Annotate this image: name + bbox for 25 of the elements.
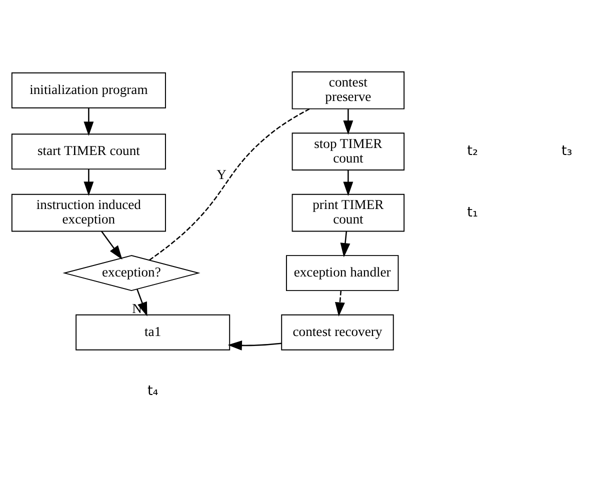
node-box: initialization program <box>11 72 166 108</box>
arrow <box>335 290 345 317</box>
label: t₂ <box>467 143 478 160</box>
arrow <box>84 169 94 196</box>
arrow <box>101 230 122 260</box>
edge-label: Y <box>216 167 226 182</box>
arrow <box>228 340 282 350</box>
node-diamond: exception? <box>62 255 200 292</box>
node-box: contest recovery <box>281 314 394 350</box>
node-box: start TIMER count <box>11 134 166 170</box>
node-box: contest preserve <box>292 71 405 110</box>
node-box: exception handler <box>286 255 399 292</box>
arrow <box>343 109 354 135</box>
arrow <box>343 170 354 196</box>
arrow <box>136 288 148 316</box>
connector <box>149 108 310 261</box>
node-box: ta1 <box>76 314 230 350</box>
arrow <box>340 231 350 258</box>
label: t₁ <box>467 204 478 220</box>
arrow <box>84 108 94 136</box>
node-box: print TIMER count <box>292 194 405 232</box>
node-box: instruction induced exception <box>11 194 166 232</box>
label: t₃ <box>561 143 572 160</box>
label: t₄ <box>147 383 158 400</box>
node-box: stop TIMER count <box>292 132 405 171</box>
